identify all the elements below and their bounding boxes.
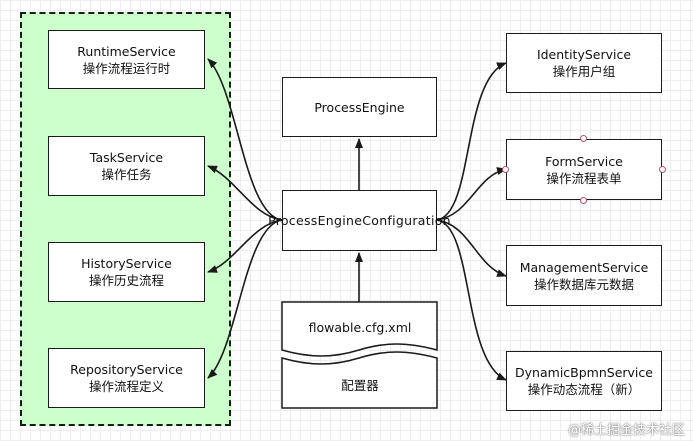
config-file-top-part <box>281 301 438 357</box>
arrow-to-dynamic <box>436 219 507 381</box>
form-service-node[interactable]: FormService 操作流程表单 <box>506 139 662 200</box>
arrow-to-task <box>207 165 283 221</box>
arrow-to-management <box>436 219 507 277</box>
arrow-to-form <box>436 167 507 221</box>
task-service-name: TaskService <box>89 150 164 165</box>
history-service-desc: 操作历史流程 <box>88 273 164 288</box>
config-file-desc: 配置器 <box>341 377 379 393</box>
form-node-bottom-handle[interactable] <box>580 197 587 204</box>
management-service-desc: 操作数据库元数据 <box>533 276 634 292</box>
management-service-name: ManagementService <box>519 259 649 275</box>
config-file-bottom-part <box>281 351 438 409</box>
dynamic-bpmn-service-node[interactable]: DynamicBpmnService 操作动态流程（新） <box>506 351 662 411</box>
history-service-name: HistoryService <box>81 256 172 271</box>
dynamic-bpmn-service-desc: 操作动态流程（新） <box>527 382 641 397</box>
config-file-name: flowable.cfg.xml <box>308 319 412 335</box>
process-engine-node[interactable]: ProcessEngine <box>282 77 437 137</box>
arrow-to-identity <box>436 62 507 221</box>
task-service-desc: 操作任务 <box>101 167 152 182</box>
management-service-node[interactable]: ManagementService 操作数据库元数据 <box>506 245 662 306</box>
process-engine-configuration-name: ProcessEngineConfiguration <box>268 212 451 228</box>
form-service-name: FormService <box>545 153 623 169</box>
repository-service-desc: 操作流程定义 <box>88 379 164 394</box>
arrow-to-repository <box>207 219 283 379</box>
process-engine-configuration-node[interactable]: ProcessEngineConfiguration <box>268 190 451 251</box>
runtime-service-node[interactable]: RuntimeService 操作流程运行时 <box>48 30 205 89</box>
form-service-desc: 操作流程表单 <box>546 170 622 186</box>
watermark-text: @稀土掘金技术社区 <box>567 423 685 438</box>
identity-service-node[interactable]: IdentityService 操作用户组 <box>506 33 662 93</box>
form-node-right-handle[interactable] <box>659 166 666 173</box>
repository-service-node[interactable]: RepositoryService 操作流程定义 <box>48 348 205 408</box>
identity-service-desc: 操作用户组 <box>552 64 616 79</box>
process-engine-name: ProcessEngine <box>314 99 405 115</box>
arrow-to-history <box>207 219 283 273</box>
task-service-node[interactable]: TaskService 操作任务 <box>48 136 205 196</box>
identity-service-name: IdentityService <box>536 47 632 62</box>
config-file-shape <box>281 301 438 409</box>
repository-service-name: RepositoryService <box>70 362 183 377</box>
form-node-top-handle[interactable] <box>580 135 587 142</box>
history-service-node[interactable]: HistoryService 操作历史流程 <box>48 242 205 302</box>
dynamic-bpmn-service-name: DynamicBpmnService <box>515 365 653 380</box>
runtime-service-desc: 操作流程运行时 <box>82 60 171 76</box>
arrow-to-runtime <box>207 58 283 221</box>
form-node-left-handle[interactable] <box>502 166 509 173</box>
runtime-service-name: RuntimeService <box>77 43 176 59</box>
